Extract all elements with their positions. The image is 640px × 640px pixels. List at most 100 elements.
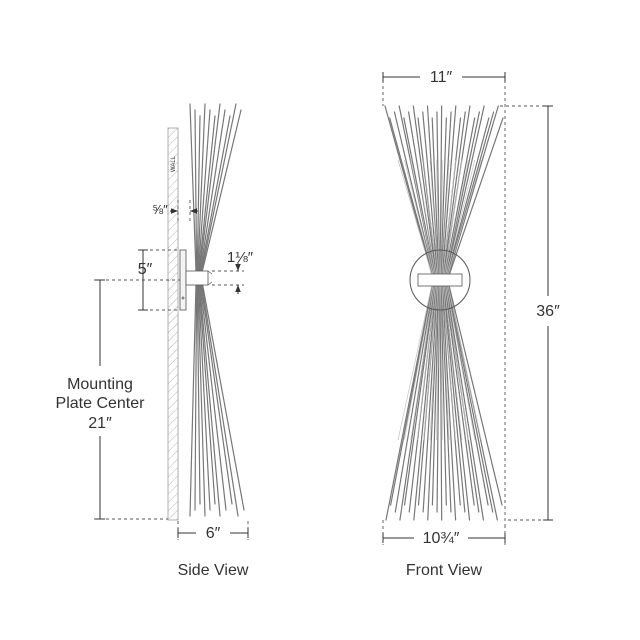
front-rod-lower	[440, 283, 452, 513]
front-rod-upper	[441, 105, 457, 277]
side-rod-upper	[196, 115, 201, 273]
front-rod-upper	[447, 105, 499, 277]
front-rod-upper	[439, 105, 443, 277]
side-rod-upper	[197, 103, 206, 273]
front-rod-upper	[444, 111, 480, 277]
front-rod-inner	[416, 159, 436, 275]
side-backplate	[179, 249, 187, 311]
dim-mounting-center: Mounting Plate Center 21″	[56, 279, 180, 520]
side-rod-lower	[189, 283, 197, 517]
front-rod-inner	[444, 285, 463, 441]
front-rod-inner	[429, 285, 439, 441]
side-rod-upper	[197, 109, 211, 273]
front-rod-inner	[429, 159, 439, 275]
front-rod-inner	[397, 285, 432, 441]
small-offset-label: ⅝″	[152, 202, 168, 217]
front-rod-inner	[447, 285, 482, 441]
plate-height-label: 5″	[138, 261, 153, 278]
front-rod-lower	[390, 283, 434, 506]
front-rod-lower	[445, 283, 485, 521]
front-rod-inner	[404, 159, 434, 275]
side-rod-lower	[197, 283, 211, 511]
front-rod-upper	[403, 117, 436, 277]
front-rod-upper	[446, 111, 495, 277]
dim-top-width: 11″	[382, 69, 506, 525]
side-rod-upper	[189, 103, 197, 273]
front-rod-inner	[445, 159, 469, 275]
side-rod-lower	[199, 283, 221, 517]
front-rod-lower	[442, 283, 466, 513]
front-rod-upper	[436, 111, 441, 277]
mounting-label-line2: Plate Center	[56, 395, 146, 412]
front-rod-upper	[445, 105, 485, 277]
side-rod-lower	[199, 283, 227, 511]
front-rod-lower	[422, 283, 439, 513]
front-rod-inner	[444, 159, 463, 275]
dim-small-offset: ⅝″	[152, 200, 198, 222]
front-rod-inner	[410, 159, 435, 275]
front-rod-upper	[422, 111, 439, 277]
front-rod-lower	[440, 283, 447, 506]
front-view-caption: Front View	[406, 562, 483, 579]
side-rod-lower	[201, 283, 239, 517]
front-rod-inner	[436, 285, 440, 441]
side-rod-upper	[201, 109, 242, 273]
front-rod-lower	[394, 283, 435, 513]
front-rod-inner	[442, 159, 456, 275]
band-height-label: 1⅛″	[227, 249, 254, 266]
side-rod-upper	[199, 103, 221, 273]
front-rod-upper	[393, 111, 435, 277]
front-rod-upper	[389, 117, 434, 277]
side-mount-screw	[181, 296, 185, 300]
side-view-caption: Side View	[178, 562, 249, 579]
dim-height: 36″	[500, 105, 560, 521]
front-rod-upper	[446, 117, 490, 277]
side-fixture-rods	[189, 103, 245, 517]
depth-label: 6″	[206, 525, 221, 542]
side-rod-lower	[198, 283, 216, 505]
front-rod-inner	[436, 159, 440, 275]
front-rod-lower	[446, 283, 494, 513]
dim-plate-height: 5″	[138, 249, 180, 311]
bottom-width-label: 10¾″	[423, 530, 460, 547]
front-rod-inner	[446, 285, 476, 441]
side-rod-upper	[200, 103, 237, 273]
front-rod-lower	[448, 283, 503, 506]
front-rod-inner	[423, 285, 438, 441]
side-rod-lower	[200, 283, 233, 505]
side-rod-lower	[194, 283, 198, 511]
front-rod-inner	[445, 285, 469, 441]
front-view: 11″ 36″ 10¾″ Front View	[382, 69, 560, 579]
front-band	[417, 273, 463, 287]
front-rod-inner	[440, 159, 444, 275]
side-rod-upper	[194, 109, 198, 273]
front-rod-lower	[427, 283, 439, 521]
front-rod-upper	[444, 117, 476, 277]
front-rod-inner	[440, 285, 444, 441]
front-rod-upper	[384, 105, 433, 277]
side-rod-upper	[198, 115, 216, 273]
front-rod-inner	[416, 285, 436, 441]
dim-depth: 6″	[177, 521, 249, 542]
side-rod-upper	[200, 115, 231, 273]
front-rod-upper	[448, 117, 504, 277]
front-rod-lower	[444, 283, 475, 506]
front-rod-inner	[441, 285, 450, 441]
dim-band-height: 1⅛″	[212, 249, 254, 294]
front-rod-inner	[447, 159, 482, 275]
front-rod-inner	[410, 285, 435, 441]
side-rod-upper	[199, 109, 226, 273]
side-rod-lower	[201, 283, 245, 511]
front-rod-lower	[431, 283, 440, 506]
front-rod-inner	[442, 285, 456, 441]
side-rod-lower	[196, 283, 201, 505]
front-rod-inner	[446, 159, 476, 275]
front-rod-lower	[413, 283, 437, 521]
front-rod-inner	[423, 159, 438, 275]
front-rod-inner	[404, 285, 434, 441]
front-rod-upper	[442, 111, 466, 277]
front-rod-inner	[441, 159, 450, 275]
front-rod-lower	[436, 283, 441, 513]
dim-bottom-width: 10¾″	[382, 520, 506, 547]
